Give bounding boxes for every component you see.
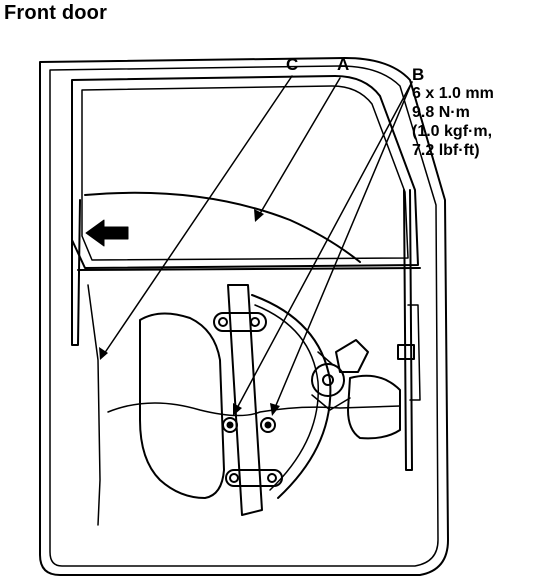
window-frame [71,75,419,269]
callout-b-specification: 6 x 1.0 mm 9.8 N·m (1.0 kgf·m, 7.2 lbf·f… [412,84,494,160]
inner-panel-opening-front [139,312,225,499]
regulator-arc-inner [254,304,320,491]
window-glass-edge [84,191,361,263]
leader-line-b-2 [273,81,413,411]
window-glass-outline [81,85,409,261]
upper-mount-bolt-2 [250,317,260,327]
front-channel [71,199,81,346]
spec-torque-nm: 9.8 N·m [412,104,470,121]
regulator-motor-mount [311,351,351,411]
regulator-bolt-b-1 [222,417,238,433]
lower-mount-bolt-2 [267,473,277,483]
arrowhead-b-2 [270,403,280,416]
page-title: Front door [4,2,108,24]
rear-channel [403,189,413,471]
spec-torque-kgfm: (1.0 kgf·m, [412,123,493,140]
callout-a: A [337,55,350,74]
front-run-channel-rubber [87,284,101,526]
arrowhead-b-1 [233,403,242,416]
callout-b: B [412,65,425,84]
leader-line-c [103,75,293,355]
wire-harness [107,402,401,417]
spec-bolt-size: 6 x 1.0 mm [412,85,494,102]
door-outer-panel [39,57,449,576]
upper-mount-bracket [213,312,267,332]
leader-lines [103,75,413,411]
front-direction-arrow-icon [85,219,129,247]
regulator-bolt-b-2-center [264,421,272,429]
rear-latch-clip [397,344,415,360]
leader-line-a [257,77,341,218]
regulator-bolt-b-1-center [226,421,234,429]
regulator-motor [311,363,345,397]
lower-mount-bolt-1 [229,473,239,483]
arrowhead-c [99,347,108,360]
leader-line-b-1 [235,81,413,411]
rear-channel-bracket [407,304,421,401]
spec-torque-lbfft: 7.2 lbf·ft) [412,142,480,159]
regulator-motor-body [335,339,369,373]
regulator-rail [227,284,263,516]
callout-c: C [286,55,299,74]
door-inner-edge [49,65,439,567]
regulator-motor-hub [322,374,334,386]
regulator-bolt-b-2 [260,417,276,433]
door-beltline [77,267,421,271]
arrowhead-a [254,209,264,222]
upper-mount-bolt-1 [218,317,228,327]
lower-mount-bracket [225,469,283,487]
inner-panel-opening-rear [347,374,401,440]
